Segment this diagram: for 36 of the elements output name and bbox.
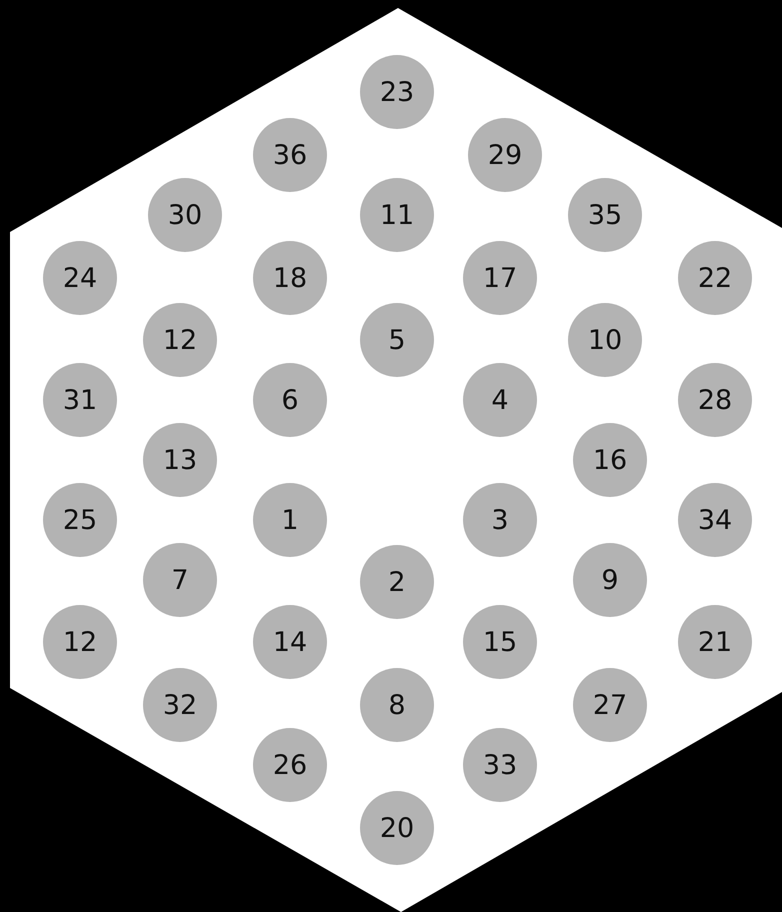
number-label: 36 [272,140,308,170]
number-label: 14 [272,626,308,658]
number-label: 12 [162,324,198,356]
number-label: 29 [488,140,522,170]
number-label: 32 [162,690,198,720]
number-label: 21 [698,626,732,658]
number-label: 35 [588,200,622,230]
number-label: 3 [491,504,509,536]
number-label: 15 [482,626,518,658]
number-label: 13 [162,444,198,476]
number-label: 4 [491,384,509,416]
number-label: 2 [388,566,406,598]
number-label: 25 [62,504,98,536]
number-label: 30 [168,200,202,230]
number-label: 31 [62,384,98,416]
number-label: 18 [272,262,308,294]
number-label: 17 [482,262,518,294]
number-label: 8 [388,690,406,720]
number-label: 20 [380,812,414,844]
number-label: 9 [601,564,619,596]
number-label: 5 [388,324,406,356]
number-label: 6 [281,384,299,416]
number-label: 7 [171,564,189,596]
number-label: 24 [62,262,98,294]
number-label: 16 [592,444,628,476]
number-label: 10 [588,324,622,356]
number-label: 34 [698,504,732,536]
number-label: 23 [380,76,414,108]
number-label: 33 [482,750,518,780]
number-label: 12 [62,626,98,658]
number-label: 1 [281,504,299,536]
number-label: 11 [380,200,414,230]
number-label: 22 [698,262,732,294]
number-label: 26 [272,750,308,780]
number-label: 27 [592,690,628,720]
number-label: 28 [698,384,732,416]
